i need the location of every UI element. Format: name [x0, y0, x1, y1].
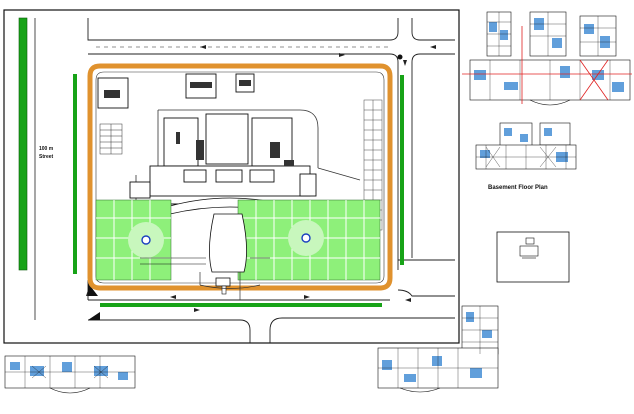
- main-building: [129, 113, 317, 205]
- bottom-road: [87, 280, 455, 343]
- service-building-mid-mark: [190, 82, 212, 88]
- fountain-right: [301, 233, 311, 243]
- bottom-left-floor-plan: [4, 355, 136, 394]
- upper-plan-entry-arc: [529, 99, 571, 106]
- bottom-left-grid: [5, 356, 135, 388]
- main-entry-road: [199, 272, 261, 300]
- upper-plan-red-axes: [462, 26, 632, 104]
- bottom-right-blue-rooms: [382, 312, 492, 382]
- bottom-green-strip: [100, 303, 382, 307]
- bottom-right-grid: [378, 306, 498, 388]
- key-plan-frame: [496, 231, 570, 283]
- street-green-strip: [18, 17, 28, 271]
- gate-house: [215, 277, 231, 287]
- top-road: [87, 18, 455, 80]
- service-building-left: [97, 77, 129, 109]
- entry-wedge-bottom: [88, 312, 100, 320]
- upper-plan-grid: [487, 12, 616, 100]
- bottom-right-entry-arc: [399, 387, 441, 393]
- left-vertical-green: [73, 74, 77, 274]
- right-road: [397, 80, 455, 297]
- gate-post: [221, 285, 227, 295]
- upper-floor-plan: [462, 11, 632, 106]
- basement-floor-plan: Basement Floor Plan: [475, 122, 577, 191]
- street-label-line1: 100 m: [39, 146, 54, 152]
- internal-loop-road: [135, 109, 361, 200]
- site-plan: 100 m Street: [3, 9, 460, 344]
- service-building-left-mark: [104, 90, 120, 98]
- perimeter-walkway: [87, 63, 393, 291]
- right-green-strip: [400, 75, 404, 265]
- seating-rows: [140, 257, 270, 265]
- left-parking: [99, 123, 123, 155]
- inner-boundary: [95, 71, 385, 284]
- road-node: [397, 54, 403, 60]
- bottom-left-blue-rooms: [10, 362, 128, 380]
- service-building-right-mark: [239, 80, 251, 86]
- basement-plan-title: Basement Floor Plan: [488, 185, 548, 191]
- central-plaza: [209, 213, 247, 273]
- bottom-left-entry-arc: [49, 387, 91, 394]
- building-stair-marks: [176, 132, 294, 166]
- road-arrows: [86, 45, 436, 312]
- key-plan: [496, 231, 570, 283]
- street-label-line2: Street: [39, 154, 54, 160]
- bottom-right-floor-plan: [377, 305, 499, 393]
- fountain-left: [141, 235, 151, 245]
- basement-grid: [476, 145, 576, 169]
